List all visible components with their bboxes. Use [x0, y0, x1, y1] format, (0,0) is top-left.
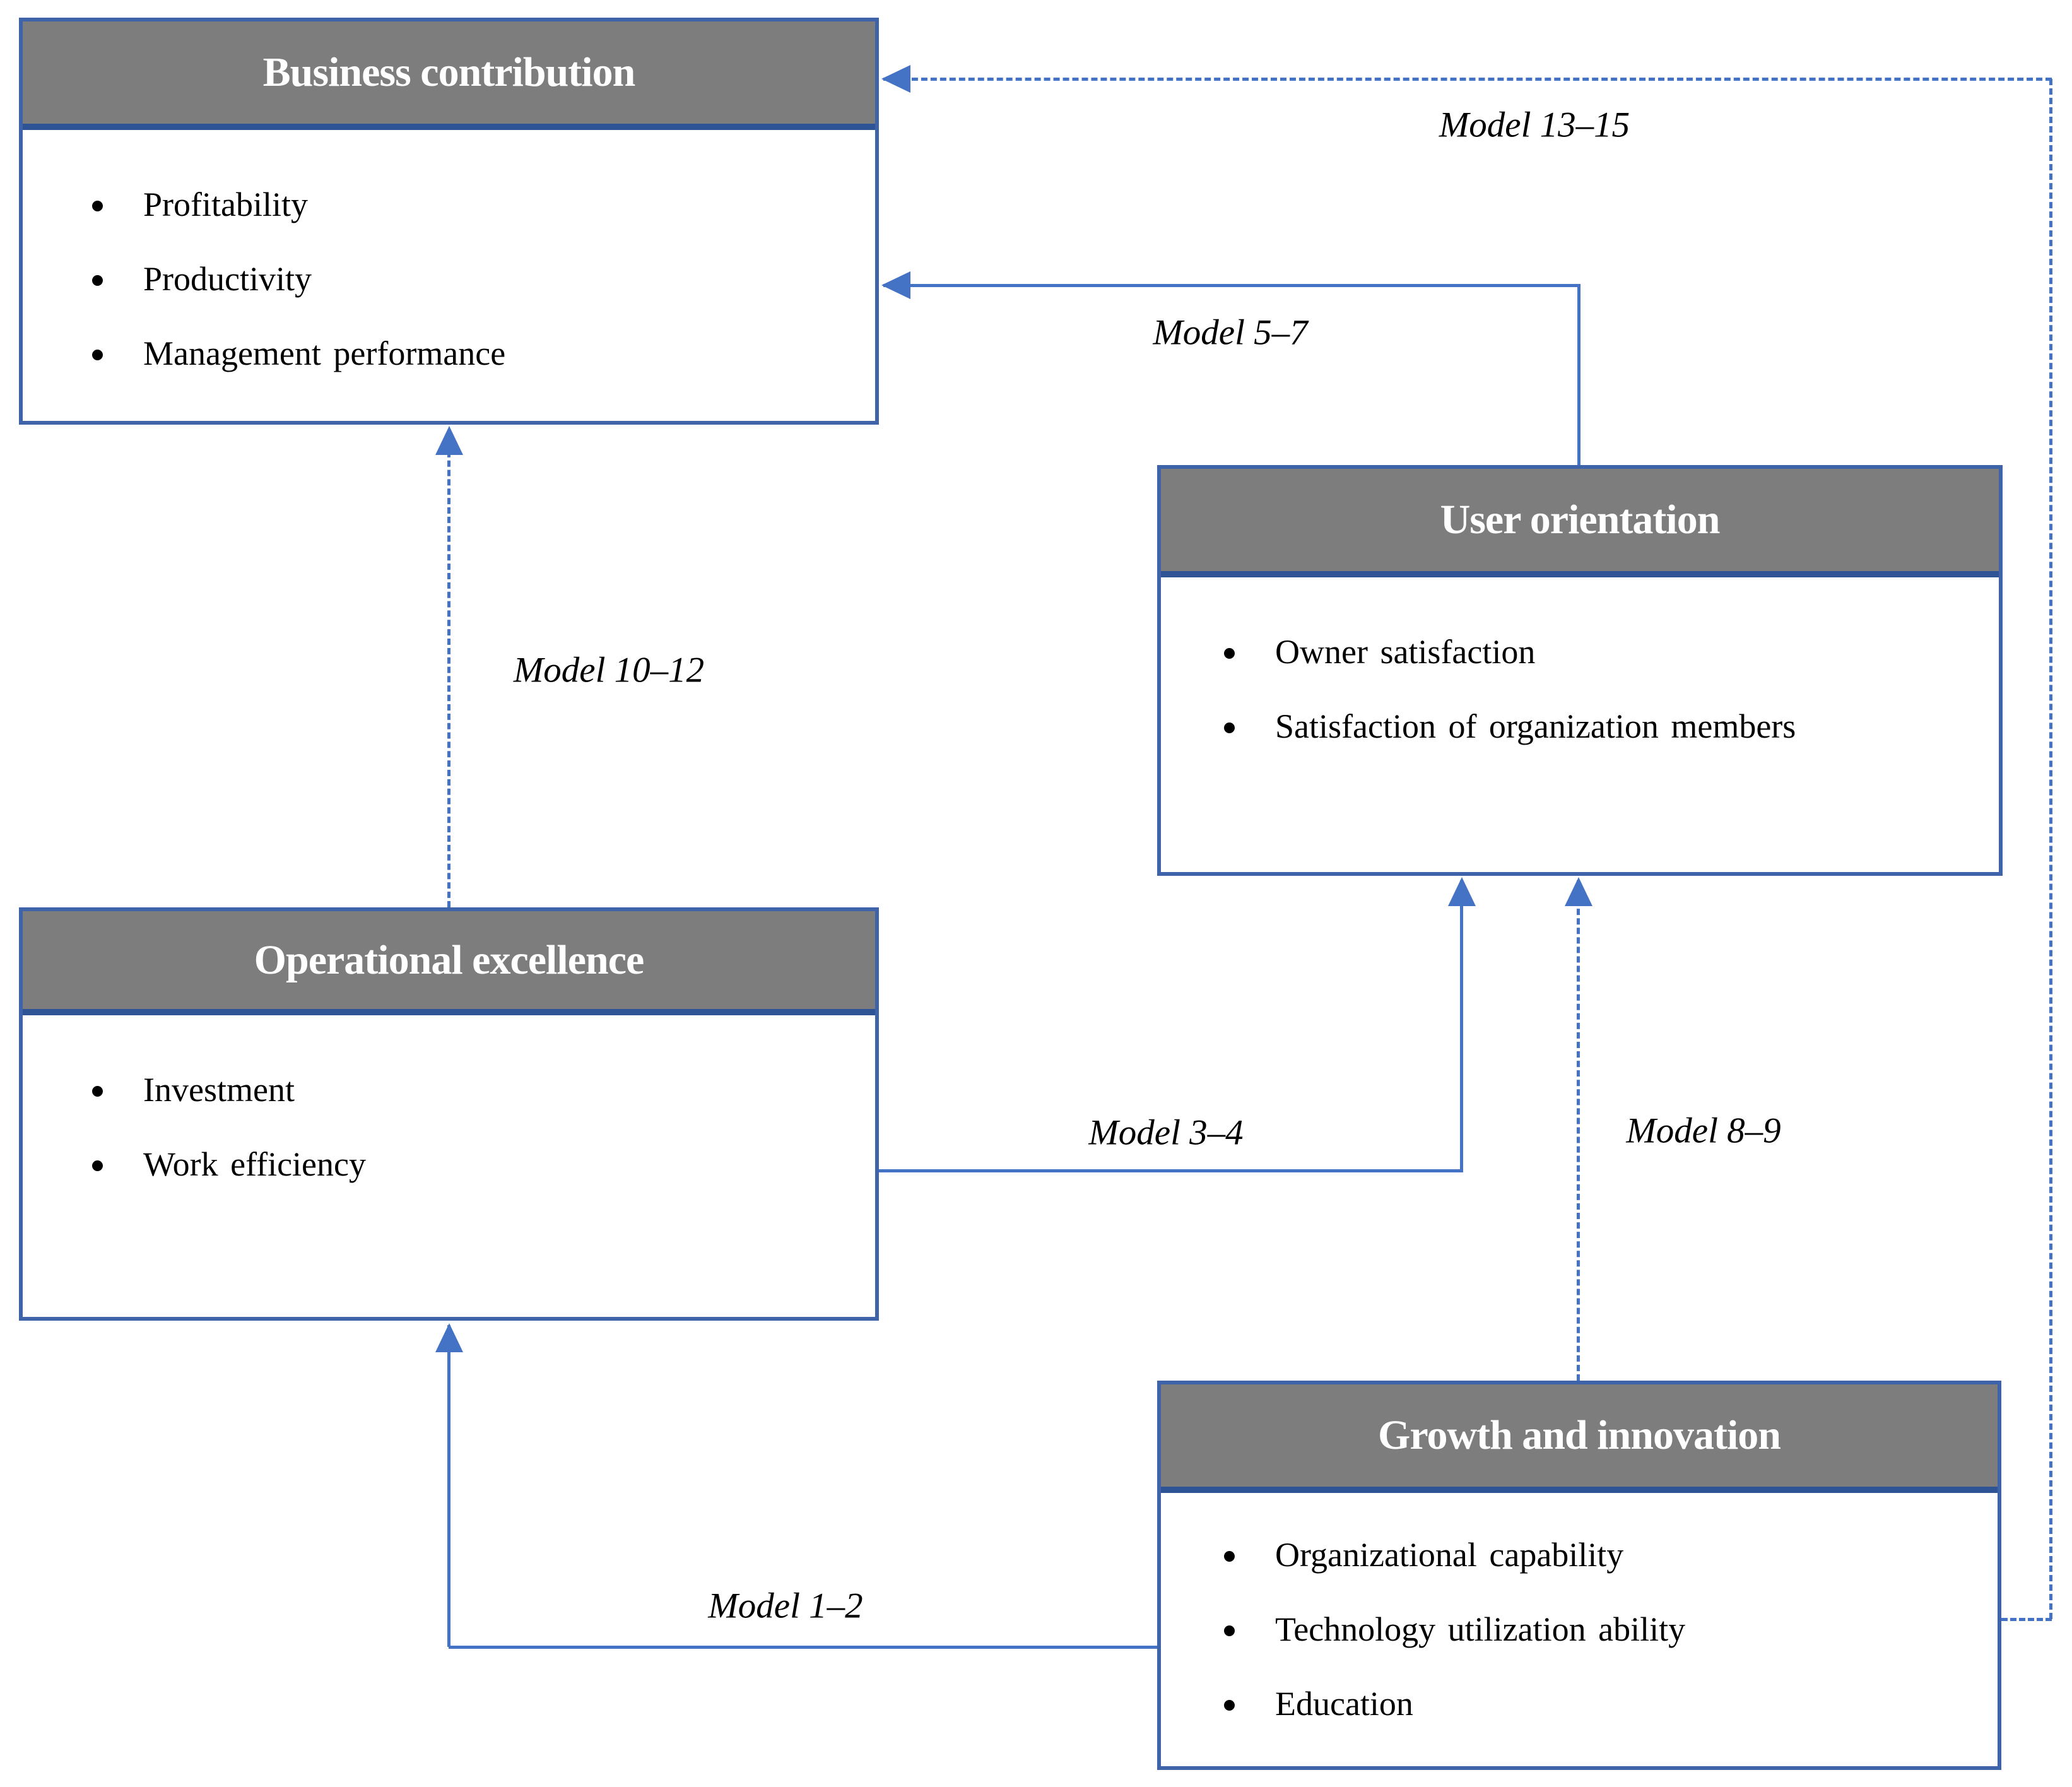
- bullet-label: Organizational capability: [1275, 1536, 1624, 1574]
- arrow-label-model-5-7: Model 5–7: [1153, 312, 1308, 353]
- arrowhead-model-13-15: [881, 65, 910, 93]
- bullet-icon: [92, 1160, 103, 1171]
- box-business-contribution: Business contribution Profitability Prod…: [19, 18, 879, 425]
- connector-model-13-15-stub: [2001, 1618, 2052, 1621]
- bullet-label: Work efficiency: [143, 1145, 366, 1183]
- box-operational-excellence: Operational excellence Investment Work e…: [19, 907, 879, 1321]
- arrowhead-model-5-7: [881, 271, 910, 299]
- list-item: Organizational capability: [1224, 1535, 1972, 1575]
- list-item: Investment: [92, 1070, 850, 1110]
- arrow-label-model-8-9: Model 8–9: [1626, 1111, 1781, 1151]
- box-title-user-orientation: User orientation: [1440, 497, 1721, 543]
- connector-model-1-2-horizontal: [449, 1646, 1157, 1649]
- list-item: Management performance: [92, 333, 850, 374]
- box-growth-and-innovation: Growth and innovation Organizational cap…: [1157, 1381, 2001, 1770]
- arrow-label-model-1-2: Model 1–2: [708, 1586, 863, 1626]
- bullet-icon: [1224, 722, 1235, 733]
- bullet-label: Management performance: [143, 334, 506, 372]
- box-title-growth-and-innovation: Growth and innovation: [1378, 1412, 1781, 1458]
- box-body-user-orientation: Owner satisfaction Satisfaction of organ…: [1161, 577, 1999, 746]
- box-header-operational-excellence: Operational excellence: [23, 911, 875, 1015]
- arrowhead-model-8-9: [1565, 877, 1592, 906]
- arrowhead-model-1-2: [435, 1323, 463, 1352]
- arrow-label-model-3-4: Model 3–4: [1088, 1112, 1244, 1153]
- connector-model-13-15-top: [883, 78, 2052, 81]
- bullet-label: Technology utilization ability: [1275, 1610, 1686, 1648]
- bullet-label: Education: [1275, 1685, 1413, 1723]
- box-title-business-contribution: Business contribution: [262, 49, 636, 95]
- box-body-growth-and-innovation: Organizational capability Technology uti…: [1161, 1493, 1998, 1724]
- bullet-label: Owner satisfaction: [1275, 633, 1536, 671]
- connector-model-8-9: [1577, 880, 1580, 1381]
- bullet-icon: [92, 1086, 103, 1097]
- connector-model-13-15-right: [2049, 79, 2052, 1619]
- bullet-label: Satisfaction of organization members: [1275, 707, 1796, 745]
- bullet-icon: [92, 201, 103, 211]
- bullet-label: Investment: [143, 1071, 295, 1109]
- list-item: Profitability: [92, 184, 850, 225]
- box-header-business-contribution: Business contribution: [23, 21, 875, 130]
- box-title-operational-excellence: Operational excellence: [254, 936, 645, 983]
- connector-model-10-12: [447, 442, 450, 907]
- bullet-label: Profitability: [143, 186, 308, 223]
- box-body-operational-excellence: Investment Work efficiency: [23, 1015, 875, 1184]
- bullet-icon: [1224, 1625, 1235, 1636]
- box-header-user-orientation: User orientation: [1161, 469, 1999, 577]
- arrowhead-model-3-4: [1448, 877, 1476, 906]
- bullet-label: Productivity: [143, 260, 312, 298]
- connector-model-3-4-horizontal: [879, 1169, 1463, 1172]
- list-item: Productivity: [92, 259, 850, 299]
- bullet-icon: [1224, 1551, 1235, 1562]
- connector-model-1-2-vertical: [447, 1325, 450, 1647]
- connector-model-3-4-vertical: [1460, 880, 1463, 1171]
- bullet-icon: [1224, 1700, 1235, 1711]
- box-header-growth-and-innovation: Growth and innovation: [1161, 1384, 1998, 1493]
- connector-model-5-7-vertical: [1577, 285, 1580, 466]
- arrowhead-model-10-12: [435, 426, 463, 455]
- box-user-orientation: User orientation Owner satisfaction Sati…: [1157, 465, 2003, 876]
- list-item: Satisfaction of organization members: [1224, 706, 1974, 746]
- list-item: Owner satisfaction: [1224, 632, 1974, 672]
- list-item: Education: [1224, 1684, 1972, 1724]
- arrow-label-model-10-12: Model 10–12: [513, 650, 705, 690]
- bullet-icon: [92, 275, 103, 286]
- arrow-label-model-13-15: Model 13–15: [1439, 105, 1630, 145]
- connector-model-5-7-horizontal: [883, 284, 1580, 287]
- bullet-icon: [92, 350, 103, 360]
- list-item: Technology utilization ability: [1224, 1609, 1972, 1649]
- box-body-business-contribution: Profitability Productivity Management pe…: [23, 130, 875, 374]
- bullet-icon: [1224, 648, 1235, 659]
- list-item: Work efficiency: [92, 1144, 850, 1184]
